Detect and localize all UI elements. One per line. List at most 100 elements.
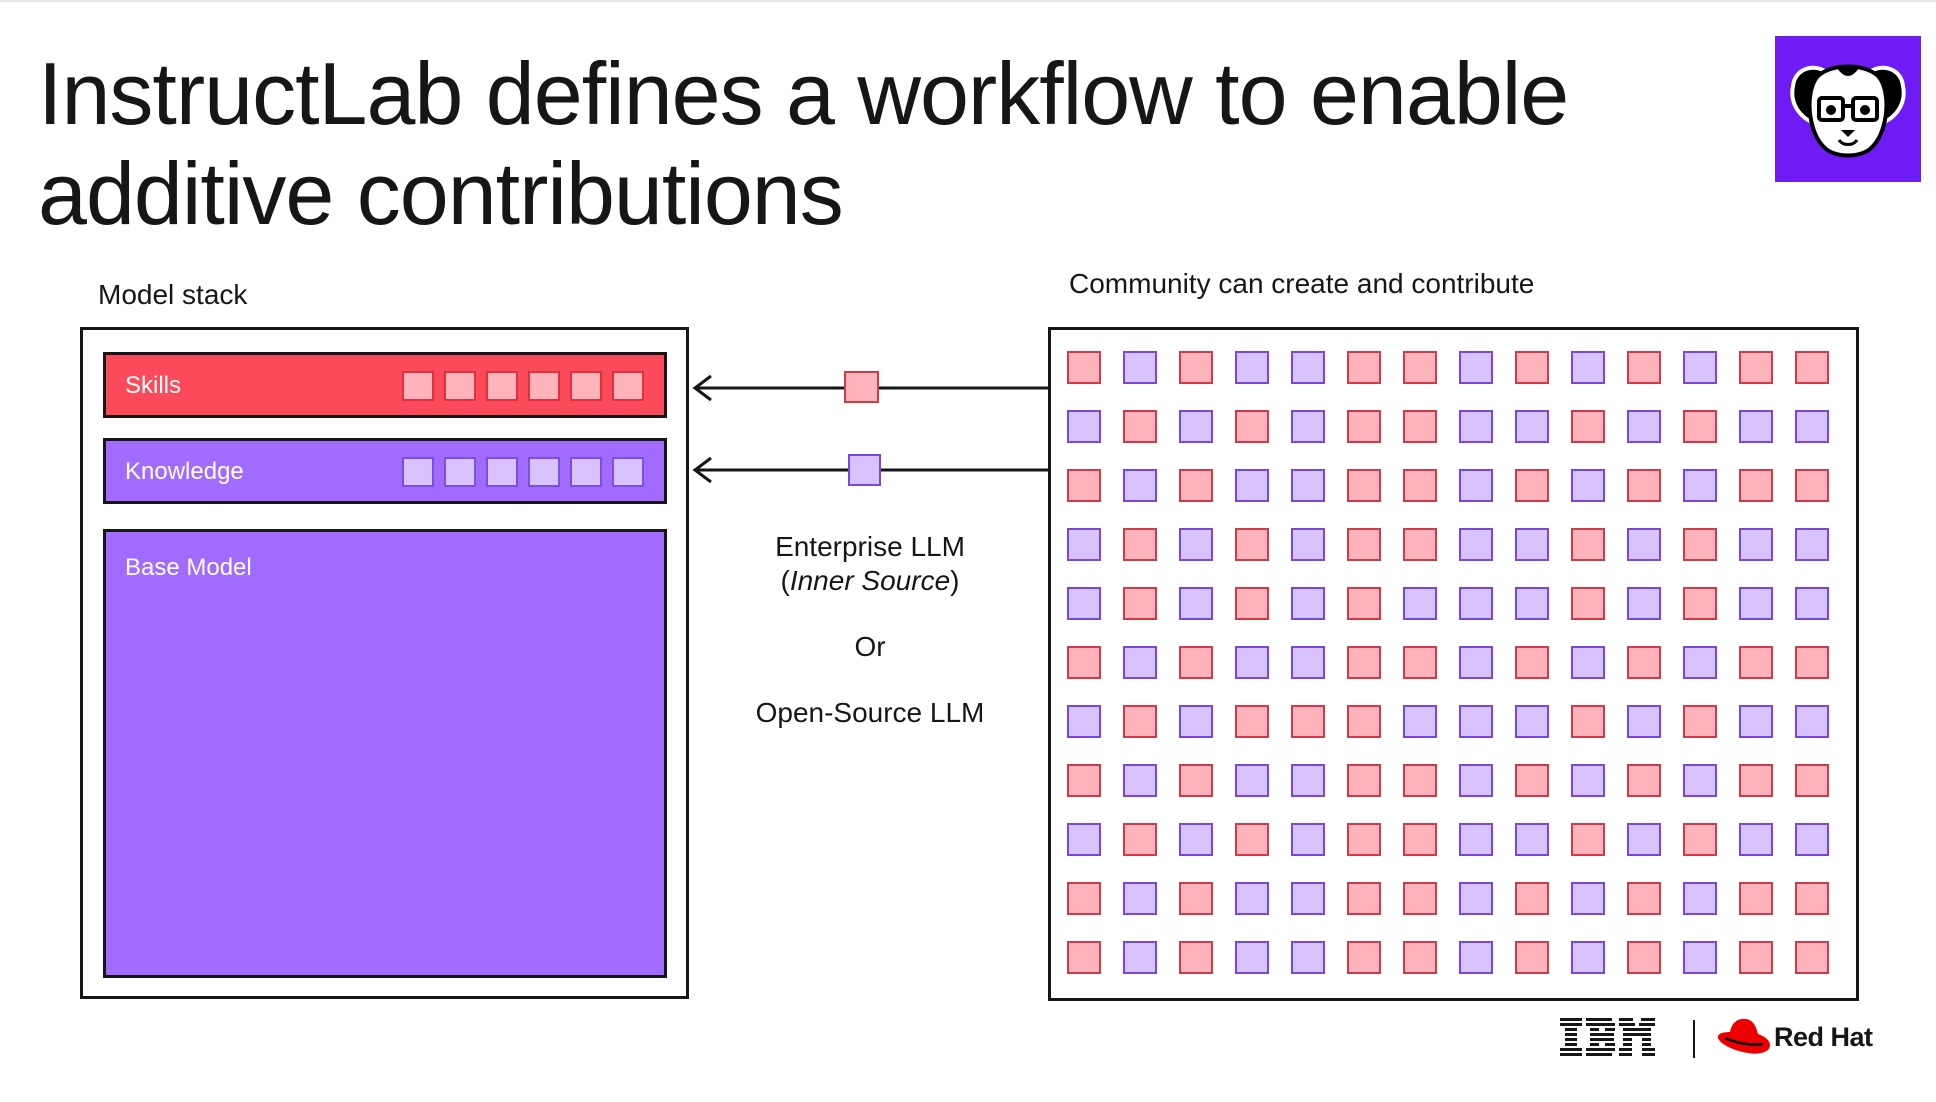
dog-mascot-icon bbox=[1790, 64, 1906, 158]
skill-square bbox=[402, 371, 434, 401]
knowledge-contribution-square bbox=[1235, 646, 1269, 679]
skill-contribution-square bbox=[1403, 528, 1437, 561]
knowledge-contribution-square bbox=[1179, 410, 1213, 443]
skill-contribution-square bbox=[1235, 823, 1269, 856]
skill-contribution-square bbox=[1179, 646, 1213, 679]
knowledge-contribution-square bbox=[1459, 528, 1493, 561]
skill-contribution-square bbox=[1683, 528, 1717, 561]
skill-contribution-square bbox=[1795, 469, 1829, 502]
skill-contribution-square bbox=[1403, 764, 1437, 797]
skill-contribution-square bbox=[1123, 705, 1157, 738]
knowledge-contribution-square bbox=[1795, 528, 1829, 561]
skill-contribution-square bbox=[1347, 587, 1381, 620]
skill-square bbox=[570, 371, 602, 401]
skill-contribution-square bbox=[1571, 410, 1605, 443]
community-heading: Community can create and contribute bbox=[1069, 268, 1535, 299]
skill-contribution-square bbox=[1515, 764, 1549, 797]
skill-contribution-square bbox=[1179, 469, 1213, 502]
skill-contribution-square bbox=[1403, 469, 1437, 502]
skill-arrow bbox=[692, 371, 1048, 403]
skills-layer: Skills bbox=[103, 352, 667, 418]
skill-contribution-square bbox=[1515, 469, 1549, 502]
skill-contribution-square bbox=[1067, 882, 1101, 915]
skill-contribution-square bbox=[1627, 764, 1661, 797]
knowledge-contribution-square bbox=[1123, 882, 1157, 915]
skill-contribution-square bbox=[1627, 351, 1661, 384]
knowledge-contribution-square bbox=[1235, 351, 1269, 384]
knowledge-contribution-square bbox=[1459, 823, 1493, 856]
knowledge-contribution-square bbox=[1067, 410, 1101, 443]
knowledge-contribution-square bbox=[1123, 941, 1157, 974]
knowledge-contribution-square bbox=[1235, 941, 1269, 974]
skills-label: Skills bbox=[125, 372, 182, 399]
knowledge-contribution-square bbox=[1067, 587, 1101, 620]
community-grid bbox=[1067, 351, 1829, 974]
ibm-logo-icon bbox=[1560, 1018, 1655, 1056]
skill-contribution-square bbox=[1067, 646, 1101, 679]
knowledge-contribution-square bbox=[1459, 351, 1493, 384]
knowledge-contribution-square bbox=[1795, 823, 1829, 856]
skill-contribution-square bbox=[1123, 410, 1157, 443]
top-rule bbox=[0, 0, 1936, 2]
knowledge-contribution-square bbox=[1459, 941, 1493, 974]
knowledge-contribution-square bbox=[1123, 469, 1157, 502]
knowledge-contribution-square bbox=[1795, 705, 1829, 738]
skill-contribution-square bbox=[1515, 941, 1549, 974]
skill-contribution-square bbox=[1627, 882, 1661, 915]
model-stack-heading: Model stack bbox=[98, 279, 248, 310]
skill-contribution-square bbox=[1235, 410, 1269, 443]
knowledge-contribution-square bbox=[1683, 646, 1717, 679]
knowledge-contribution-square bbox=[1515, 528, 1549, 561]
knowledge-contribution-square bbox=[1291, 764, 1325, 797]
knowledge-contribution-square bbox=[1179, 528, 1213, 561]
skill-contribution-square bbox=[1515, 351, 1549, 384]
skill-contribution-square bbox=[1571, 587, 1605, 620]
skill-contribution-square bbox=[1235, 528, 1269, 561]
knowledge-arrow bbox=[692, 454, 1048, 486]
skill-contribution-square bbox=[1571, 705, 1605, 738]
inner-source-label: (Inner Source) bbox=[780, 565, 960, 596]
knowledge-contribution-square bbox=[1571, 941, 1605, 974]
knowledge-square bbox=[402, 457, 434, 487]
skill-contribution-square bbox=[1067, 469, 1101, 502]
skill-contribution-square bbox=[1571, 823, 1605, 856]
skill-square bbox=[486, 371, 518, 401]
skill-contribution-square bbox=[1347, 764, 1381, 797]
skill-contribution-square bbox=[1515, 882, 1549, 915]
skill-contribution-square bbox=[1235, 587, 1269, 620]
knowledge-contribution-square bbox=[1627, 410, 1661, 443]
knowledge-contribution-square bbox=[1571, 646, 1605, 679]
skill-contribution-square bbox=[1795, 646, 1829, 679]
skill-contribution-square bbox=[1683, 587, 1717, 620]
knowledge-square bbox=[444, 457, 476, 487]
knowledge-contribution-square bbox=[1571, 469, 1605, 502]
instructlab-logo bbox=[1775, 36, 1921, 182]
skill-contribution-square bbox=[1291, 705, 1325, 738]
skill-square bbox=[444, 371, 476, 401]
skill-contribution-square bbox=[1123, 528, 1157, 561]
skill-contribution-square bbox=[1403, 882, 1437, 915]
knowledge-contribution-square bbox=[1291, 351, 1325, 384]
red-hat-wordmark: Red Hat bbox=[1774, 1022, 1873, 1052]
base-model-layer: Base Model bbox=[103, 529, 667, 978]
knowledge-square bbox=[612, 457, 644, 487]
knowledge-square bbox=[486, 457, 518, 487]
skill-contribution-square bbox=[1347, 882, 1381, 915]
knowledge-contribution-square bbox=[1123, 764, 1157, 797]
knowledge-contribution-square bbox=[1683, 764, 1717, 797]
skill-contribution-square bbox=[1179, 941, 1213, 974]
knowledge-contribution-square bbox=[1795, 587, 1829, 620]
knowledge-contribution-square bbox=[1515, 587, 1549, 620]
skill-contribution-square bbox=[1795, 764, 1829, 797]
skill-contribution-square bbox=[1515, 646, 1549, 679]
skill-contribution-square bbox=[1739, 882, 1773, 915]
knowledge-contribution-square bbox=[1403, 587, 1437, 620]
skill-contribution-square bbox=[1795, 941, 1829, 974]
knowledge-square bbox=[570, 457, 602, 487]
skill-contribution-square bbox=[1739, 941, 1773, 974]
knowledge-contribution-square bbox=[1403, 705, 1437, 738]
base-model-label: Base Model bbox=[125, 554, 252, 581]
skill-contribution-square bbox=[1403, 646, 1437, 679]
knowledge-contribution-square bbox=[1291, 823, 1325, 856]
knowledge-label: Knowledge bbox=[125, 458, 244, 485]
